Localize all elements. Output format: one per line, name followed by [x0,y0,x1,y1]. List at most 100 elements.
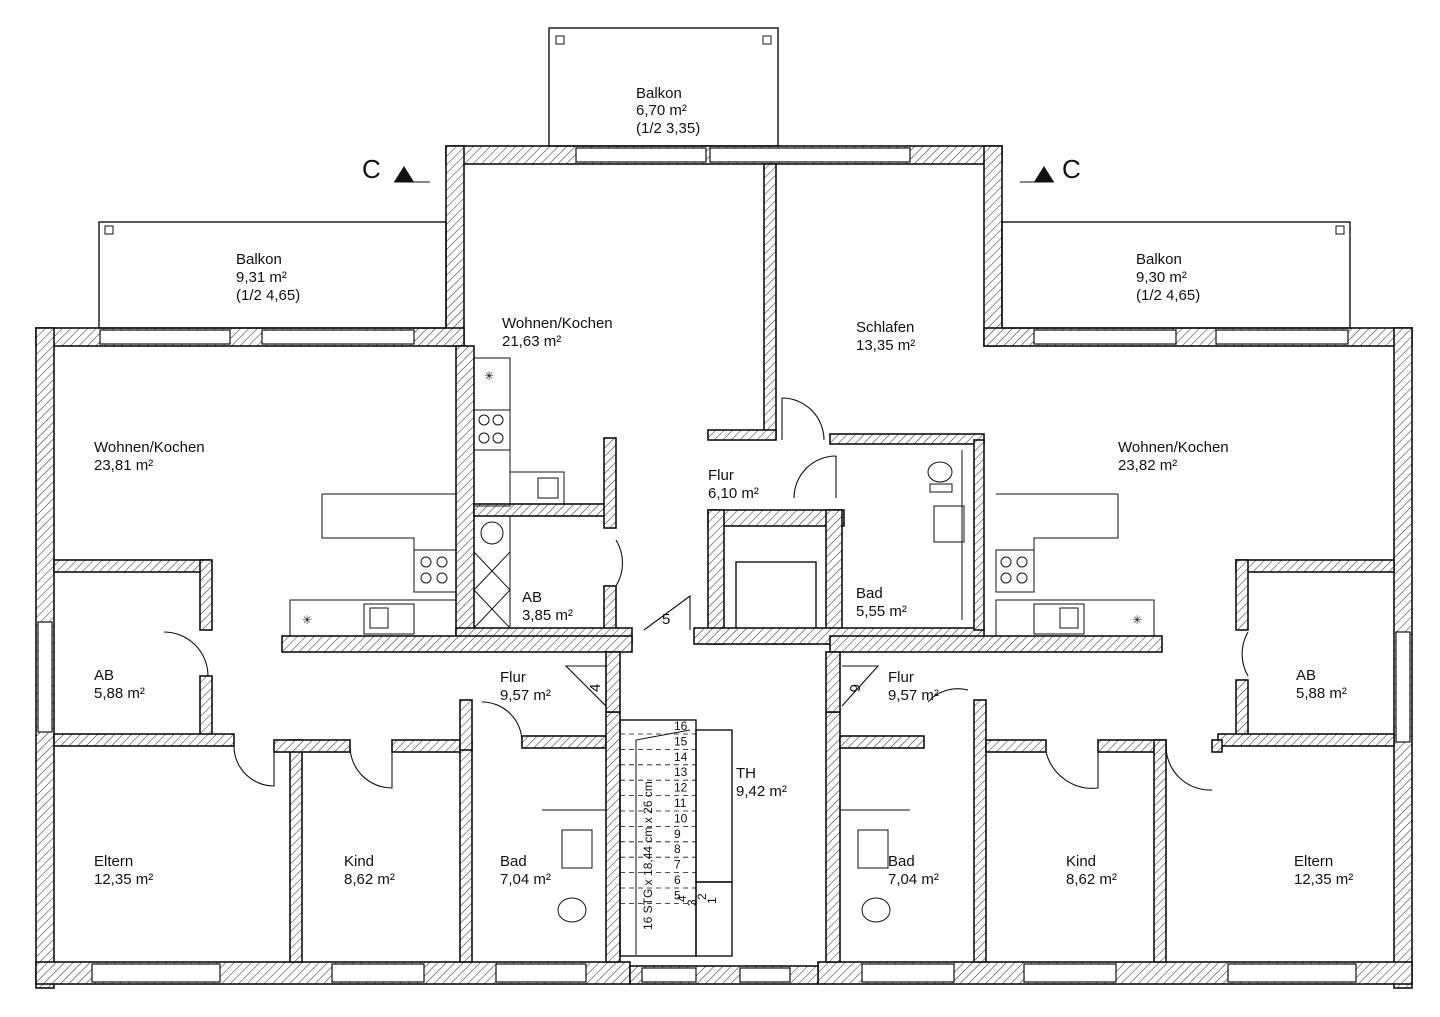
stair-step-number: 11 [674,796,687,810]
doors [163,397,1249,791]
svg-text:Flur: Flur [888,669,914,686]
svg-text:Wohnen/Kochen: Wohnen/Kochen [94,439,205,456]
stair-step-number: 13 [674,765,688,779]
svg-text:8,62 m²: 8,62 m² [344,871,395,888]
room-balkon-left: Balkon 9,31 m² (1/2 4,65) [236,251,300,304]
svg-text:8,62 m²: 8,62 m² [1066,871,1117,888]
stair-step-number: 9 [674,827,681,841]
svg-text:13,35 m²: 13,35 m² [856,337,915,354]
room-wohnen-mitte: Wohnen/Kochen 21,63 m² [502,315,613,350]
section-letter-right: C [1062,154,1081,184]
svg-text:Flur: Flur [500,669,526,686]
stair-step-number: 5 [674,888,681,902]
room-balkon-right: Balkon 9,30 m² (1/2 4,65) [1136,251,1200,304]
svg-text:Bad: Bad [500,853,527,870]
svg-text:Schlafen: Schlafen [856,319,914,336]
svg-text:✳: ✳ [302,613,312,627]
room-ab-mitte: AB 3,85 m² [522,589,573,624]
svg-text:Wohnen/Kochen: Wohnen/Kochen [1118,439,1229,456]
door-number-4: 4 [587,684,604,692]
room-balkon-top: Balkon 6,70 m² (1/2 3,35) [636,85,700,137]
door-number-tags: 5 4 6 [587,611,863,692]
room-eltern-links: Eltern 12,35 m² [94,853,153,888]
svg-text:5,55 m²: 5,55 m² [856,603,907,620]
svg-text:5,88 m²: 5,88 m² [1296,685,1347,702]
room-flur-mitte: Flur 6,10 m² [708,467,759,502]
windows [37,147,1411,983]
door-number-5: 5 [662,611,670,628]
section-letter-left: C [362,154,381,184]
svg-text:Balkon: Balkon [1136,251,1182,268]
svg-text:AB: AB [1296,667,1316,684]
svg-text:✳: ✳ [484,369,494,383]
svg-text:Kind: Kind [1066,853,1096,870]
stair-label: 16 STG x 18,44 cm x 26 cm [641,781,655,930]
fixtures: ✳ ✳ ✳ [289,357,1155,923]
balconies [98,27,1351,329]
svg-text:23,82 m²: 23,82 m² [1118,457,1177,474]
svg-text:Bad: Bad [856,585,883,602]
room-flur-links: Flur 9,57 m² [500,669,551,704]
stair-step-lines [620,733,696,904]
section-marker-left: C [362,154,430,184]
room-bad-links: Bad 7,04 m² [500,853,551,888]
svg-text:Flur: Flur [708,467,734,484]
svg-text:23,81 m²: 23,81 m² [94,457,153,474]
svg-text:7,04 m²: 7,04 m² [500,871,551,888]
room-kind-rechts: Kind 8,62 m² [1066,853,1117,888]
room-wohnen-links: Wohnen/Kochen 23,81 m² [94,439,205,474]
svg-text:AB: AB [94,667,114,684]
room-bad-rechts: Bad 7,04 m² [888,853,939,888]
stair-step-number: 7 [674,858,681,872]
door-number-6: 6 [846,684,863,692]
room-ab-links: AB 5,88 m² [94,667,145,702]
stair-step-number: 6 [674,873,681,887]
svg-text:9,57 m²: 9,57 m² [500,687,551,704]
svg-text:9,42 m²: 9,42 m² [736,783,787,800]
stair-step-number: 14 [674,750,688,764]
stair-step-number: 12 [674,781,688,795]
room-kind-links: Kind 8,62 m² [344,853,395,888]
room-labels: Balkon 6,70 m² (1/2 3,35) Balkon 9,31 m²… [94,85,1353,888]
svg-text:7,04 m²: 7,04 m² [888,871,939,888]
room-wohnen-rechts: Wohnen/Kochen 23,82 m² [1118,439,1229,474]
svg-text:3,85 m²: 3,85 m² [522,607,573,624]
svg-text:12,35 m²: 12,35 m² [94,871,153,888]
svg-text:5,88 m²: 5,88 m² [94,685,145,702]
svg-text:Bad: Bad [888,853,915,870]
svg-text:Eltern: Eltern [94,853,133,870]
svg-text:9,31 m²: 9,31 m² [236,269,287,286]
svg-text:9,30 m²: 9,30 m² [1136,269,1187,286]
room-schlafen: Schlafen 13,35 m² [856,319,915,354]
stair-step-number: 2 [695,893,709,900]
stair-step-number: 16 [674,719,688,733]
svg-text:(1/2 4,65): (1/2 4,65) [236,287,300,304]
interior-walls [53,163,1395,963]
svg-text:Balkon: Balkon [236,251,282,268]
room-eltern-rechts: Eltern 12,35 m² [1294,853,1353,888]
svg-text:(1/2 4,65): (1/2 4,65) [1136,287,1200,304]
svg-text:6,10 m²: 6,10 m² [708,485,759,502]
section-marker-right: C [1020,154,1081,184]
svg-text:Wohnen/Kochen: Wohnen/Kochen [502,315,613,332]
stair-step-number: 4 [675,895,689,902]
svg-text:AB: AB [522,589,542,606]
staircase [619,719,733,957]
room-flur-rechts: Flur 9,57 m² [888,669,939,704]
svg-text:21,63 m²: 21,63 m² [502,333,561,350]
svg-text:6,70 m²: 6,70 m² [636,102,687,119]
stair-step-number: 3 [685,899,699,906]
svg-text:(1/2 3,35): (1/2 3,35) [636,120,700,137]
stair-step-number: 15 [674,734,688,748]
room-bad-mitte: Bad 5,55 m² [856,585,907,620]
svg-text:Eltern: Eltern [1294,853,1333,870]
svg-text:9,57 m²: 9,57 m² [888,687,939,704]
stair-step-number: 10 [674,811,688,825]
svg-text:12,35 m²: 12,35 m² [1294,871,1353,888]
svg-text:Kind: Kind [344,853,374,870]
stair-step-number: 8 [674,842,681,856]
svg-text:TH: TH [736,765,756,782]
stair-step-number: 1 [705,897,719,904]
